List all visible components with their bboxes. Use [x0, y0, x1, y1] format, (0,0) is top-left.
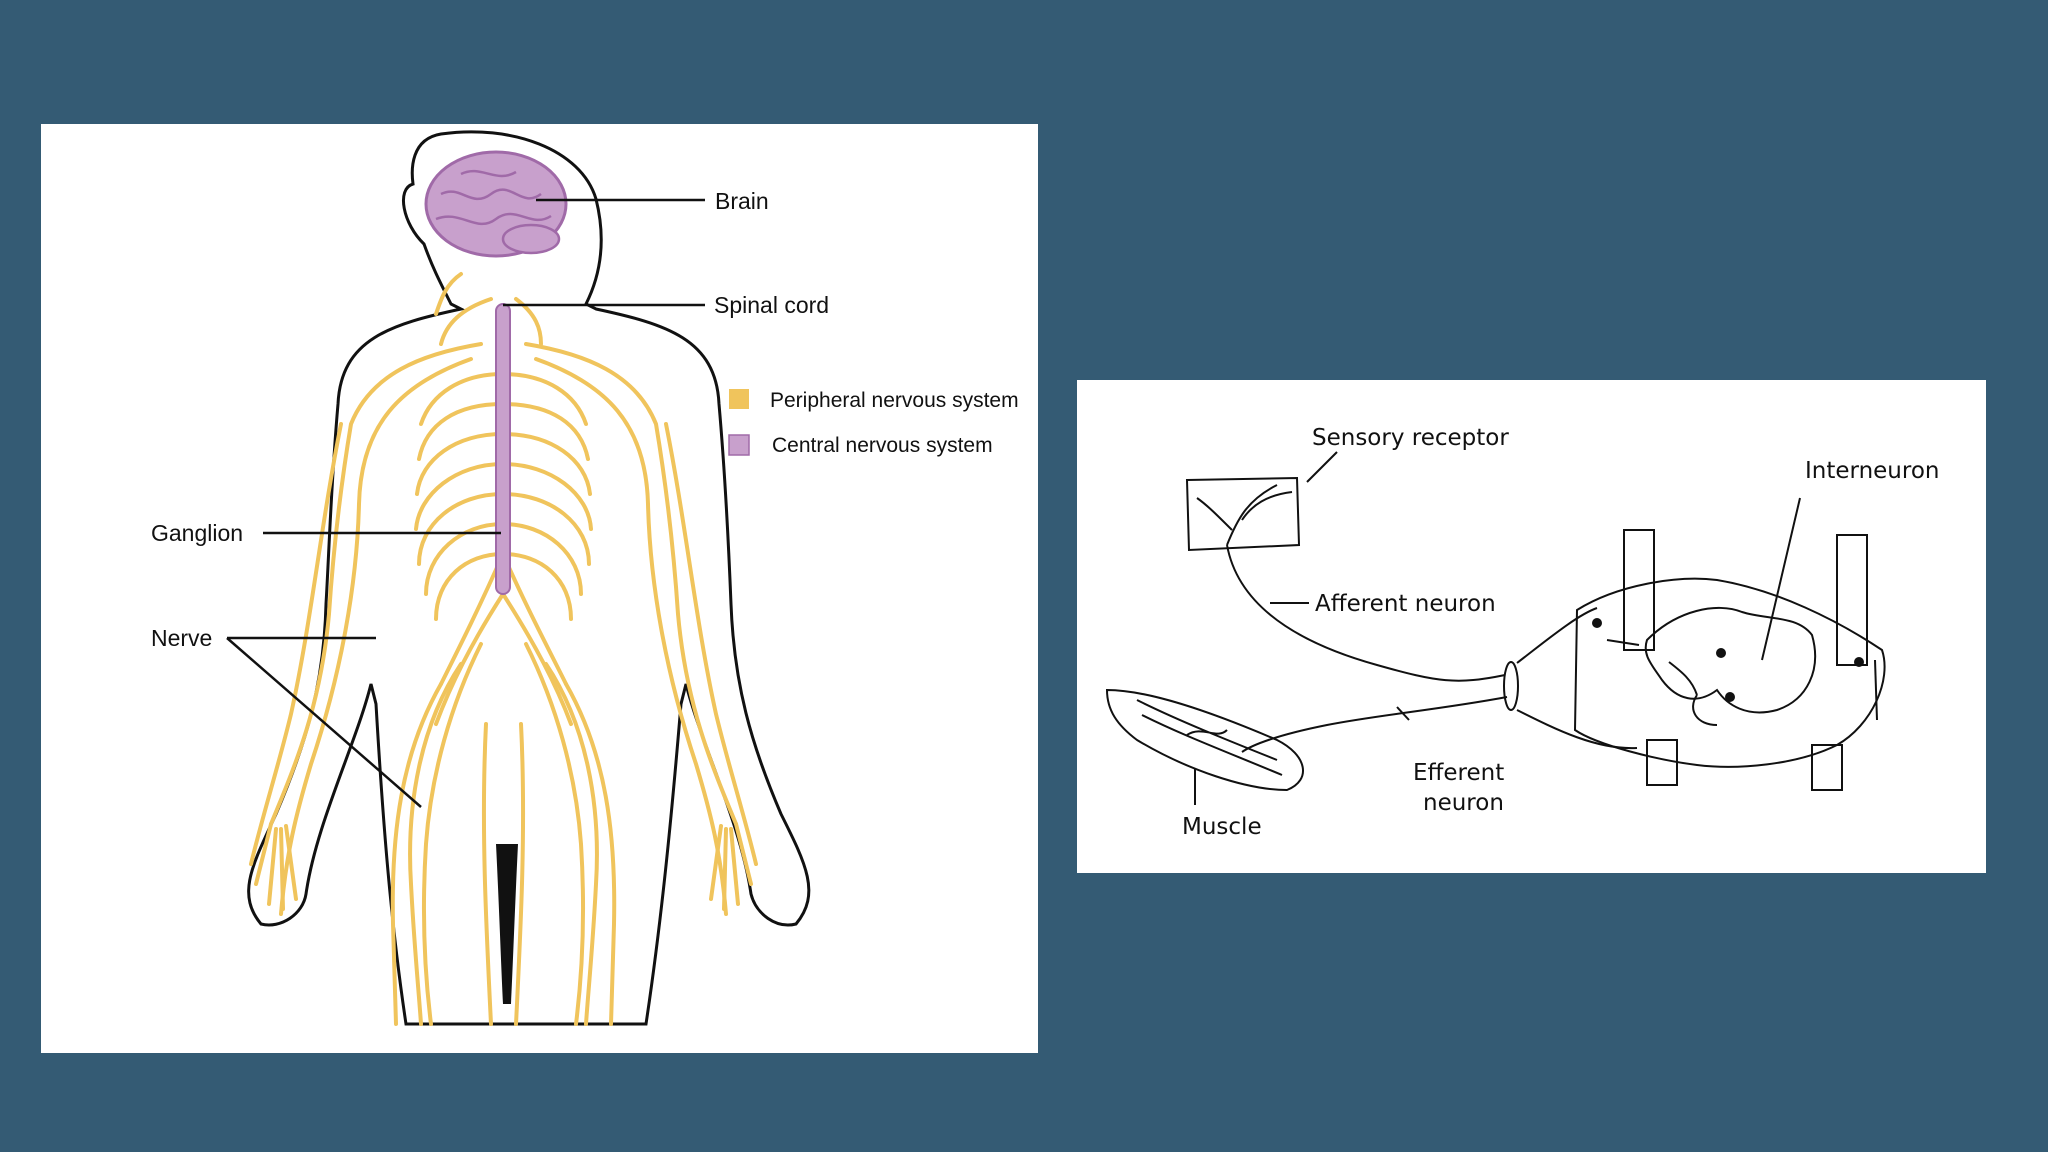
legend-label-peripheral: Peripheral nervous system: [770, 389, 1019, 412]
reflex-arc-panel: Sensory receptor Interneuron Afferent ne…: [1077, 380, 1986, 873]
label-interneuron: Interneuron: [1805, 458, 1940, 484]
label-efferent-line1: Efferent: [1413, 760, 1504, 786]
label-nerve: Nerve: [151, 625, 212, 651]
efferent-neuron-path: [1242, 697, 1507, 752]
spinal-cord-section: [1575, 579, 1885, 767]
label-sensory-receptor: Sensory receptor: [1312, 425, 1509, 451]
nervous-system-panel: Brain Spinal cord Ganglion Nerve Periphe…: [41, 124, 1038, 1053]
muscle: [1107, 690, 1303, 790]
label-spinal-cord: Spinal cord: [714, 292, 829, 318]
label-afferent-neuron: Afferent neuron: [1315, 591, 1496, 617]
nervous-system-diagram: Brain Spinal cord Ganglion Nerve Periphe…: [41, 124, 1038, 1053]
legend-swatch-peripheral: [729, 389, 749, 409]
reflex-arc-diagram: Sensory receptor Interneuron Afferent ne…: [1077, 380, 1986, 873]
label-muscle: Muscle: [1182, 814, 1262, 840]
label-brain: Brain: [715, 188, 769, 214]
synapse-dots: [1592, 618, 1864, 702]
label-ganglion: Ganglion: [151, 520, 243, 546]
legend-label-central: Central nervous system: [772, 434, 993, 457]
legend: Peripheral nervous system Central nervou…: [729, 389, 1019, 457]
spinal-cord: [496, 304, 510, 594]
brain: [426, 152, 566, 256]
label-efferent-line2: neuron: [1423, 790, 1504, 816]
legend-swatch-central: [729, 435, 749, 455]
